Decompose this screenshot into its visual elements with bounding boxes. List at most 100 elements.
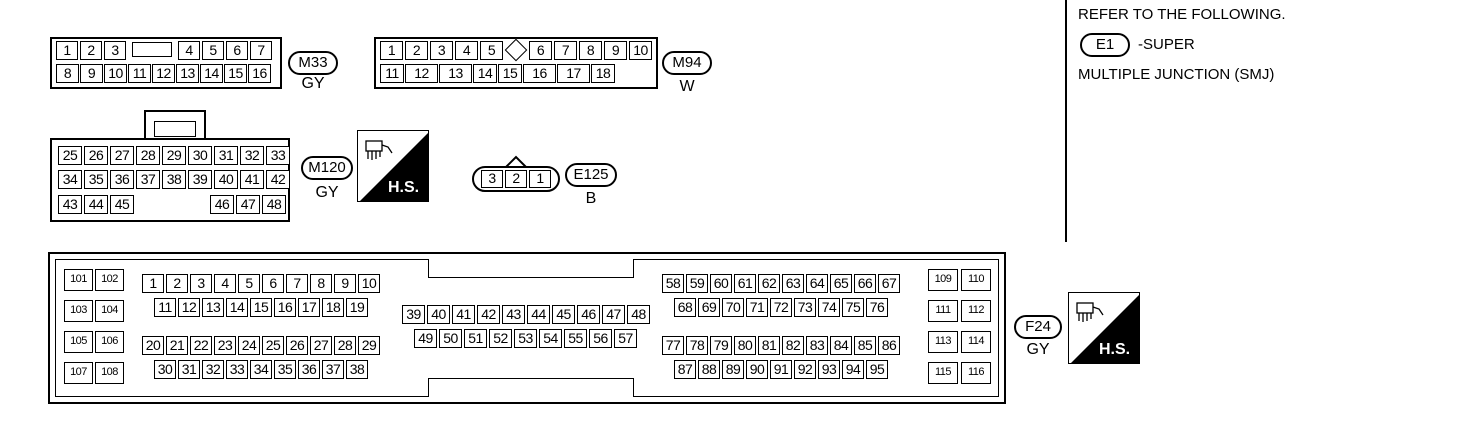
harness-side-label: H.S. (1099, 341, 1131, 358)
connector-f24-pin: 29 (358, 336, 380, 355)
connector-m94-pin: 11 (380, 64, 404, 83)
connector-m33-pin: 8 (56, 64, 79, 83)
connector-f24-pin: 6 (262, 274, 284, 293)
connector-f24-pin: 32 (202, 360, 224, 379)
connector-f24-pin: 8 (310, 274, 332, 293)
connector-m33-pin: 4 (178, 41, 200, 60)
connector-m33-pin: 5 (202, 41, 224, 60)
connector-f24-pin: 27 (310, 336, 332, 355)
connector-f24-pin: 48 (627, 305, 650, 324)
connector-f24-pin: 83 (806, 336, 828, 355)
connector-f24-pin: 104 (95, 300, 124, 322)
connector-m94-pin: 5 (480, 41, 503, 60)
connector-f24-pin: 107 (64, 362, 93, 384)
connector-f24-pin: 92 (794, 360, 816, 379)
connector-f24-pin: 21 (166, 336, 188, 355)
connector-f24-pin: 23 (214, 336, 236, 355)
legend-divider (1065, 0, 1067, 242)
connector-f24-pin: 55 (564, 329, 587, 348)
connector-m94-pin: 3 (430, 41, 453, 60)
connector-e125-color: B (585, 190, 597, 207)
connector-m94-pin: 4 (455, 41, 478, 60)
connector-f24-pin: 109 (928, 269, 958, 291)
connector-m33-tag: M33 (288, 51, 338, 75)
connector-m94-color: W (679, 78, 695, 95)
connector-e125-pin: 1 (529, 170, 551, 188)
connector-f24-pin: 59 (686, 274, 708, 293)
connector-f24-pin: 65 (830, 274, 852, 293)
connector-f24-pin: 87 (674, 360, 696, 379)
connector-f24-pin: 89 (722, 360, 744, 379)
connector-m120-pin: 26 (84, 146, 108, 165)
connector-f24-pin: 43 (502, 305, 525, 324)
connector-f24-pin: 15 (250, 298, 272, 317)
connector-f24-pin: 61 (734, 274, 756, 293)
connector-f24-pin: 85 (854, 336, 876, 355)
harness-side-label: H.S. (388, 179, 420, 196)
connector-f24-pin: 95 (866, 360, 888, 379)
connector-m33-pin: 14 (200, 64, 223, 83)
connector-e125-pin: 3 (481, 170, 503, 188)
connector-m33-pin: 10 (104, 64, 127, 83)
connector-f24-pin: 81 (758, 336, 780, 355)
connector-m120-pin: 27 (110, 146, 134, 165)
legend-line-refer: REFER TO THE FOLLOWING. (1078, 6, 1286, 23)
connector-f24-pin: 86 (878, 336, 900, 355)
connector-f24-pin: 28 (334, 336, 356, 355)
connector-f24-pin: 22 (190, 336, 212, 355)
connector-m94-pin: 12 (405, 64, 438, 83)
connector-f24-pin: 40 (427, 305, 450, 324)
connector-f24-pin: 19 (346, 298, 368, 317)
connector-m120-tag: M120 (301, 156, 353, 180)
connector-m94-tag: M94 (662, 51, 712, 75)
connector-e125-pin: 2 (505, 170, 527, 188)
connector-m120-pin: 36 (110, 170, 134, 189)
connector-m120-pin: 43 (58, 195, 82, 214)
connector-m120-pin: 41 (240, 170, 264, 189)
connector-m120-pin: 42 (266, 170, 290, 189)
connector-f24-pin: 46 (577, 305, 600, 324)
connector-m120-pin: 47 (236, 195, 260, 214)
connector-m94-pin: 15 (498, 64, 522, 83)
connector-f24-pin: 112 (961, 300, 991, 322)
connector-f24-pin: 25 (262, 336, 284, 355)
connector-m120-color: GY (315, 184, 339, 201)
connector-f24-pin: 44 (527, 305, 550, 324)
connector-f24-pin: 3 (190, 274, 212, 293)
connector-f24-pin: 84 (830, 336, 852, 355)
connector-f24-bottom-latch (428, 378, 634, 397)
connector-f24-pin: 103 (64, 300, 93, 322)
connector-f24-pin: 50 (439, 329, 462, 348)
connector-f24-tag: F24 (1014, 315, 1062, 339)
connector-hand-icon (365, 140, 393, 160)
connector-m94-pin: 10 (629, 41, 652, 60)
connector-f24-pin: 26 (286, 336, 308, 355)
connector-f24-pin: 56 (589, 329, 612, 348)
connector-f24-pin: 74 (818, 298, 840, 317)
connector-f24-pin: 80 (734, 336, 756, 355)
connector-m94-pin: 7 (554, 41, 577, 60)
connector-m120-pin: 46 (210, 195, 234, 214)
connector-m33-pin: 15 (224, 64, 247, 83)
connector-f24-pin: 13 (202, 298, 224, 317)
connector-m33-pin: 11 (128, 64, 151, 83)
connector-f24-pin: 11 (154, 298, 176, 317)
connector-f24-color: GY (1026, 341, 1050, 358)
connector-f24-pin: 60 (710, 274, 732, 293)
connector-m120-pin: 33 (266, 146, 290, 165)
legend-tag-suffix: -SUPER (1138, 36, 1195, 53)
connector-f24-pin: 20 (142, 336, 164, 355)
connector-m120-pin: 28 (136, 146, 160, 165)
connector-e125-tag: E125 (565, 163, 617, 187)
connector-f24-pin: 77 (662, 336, 684, 355)
connector-f24-pin: 106 (95, 331, 124, 353)
connector-f24-pin: 2 (166, 274, 188, 293)
connector-f24-pin: 38 (346, 360, 368, 379)
connector-f24-pin: 53 (514, 329, 537, 348)
connector-m120-pin: 37 (136, 170, 160, 189)
connector-m120-pin: 31 (214, 146, 238, 165)
connector-m33-pin: 3 (104, 41, 126, 60)
connector-f24-pin: 16 (274, 298, 296, 317)
connector-f24-pin: 57 (614, 329, 637, 348)
